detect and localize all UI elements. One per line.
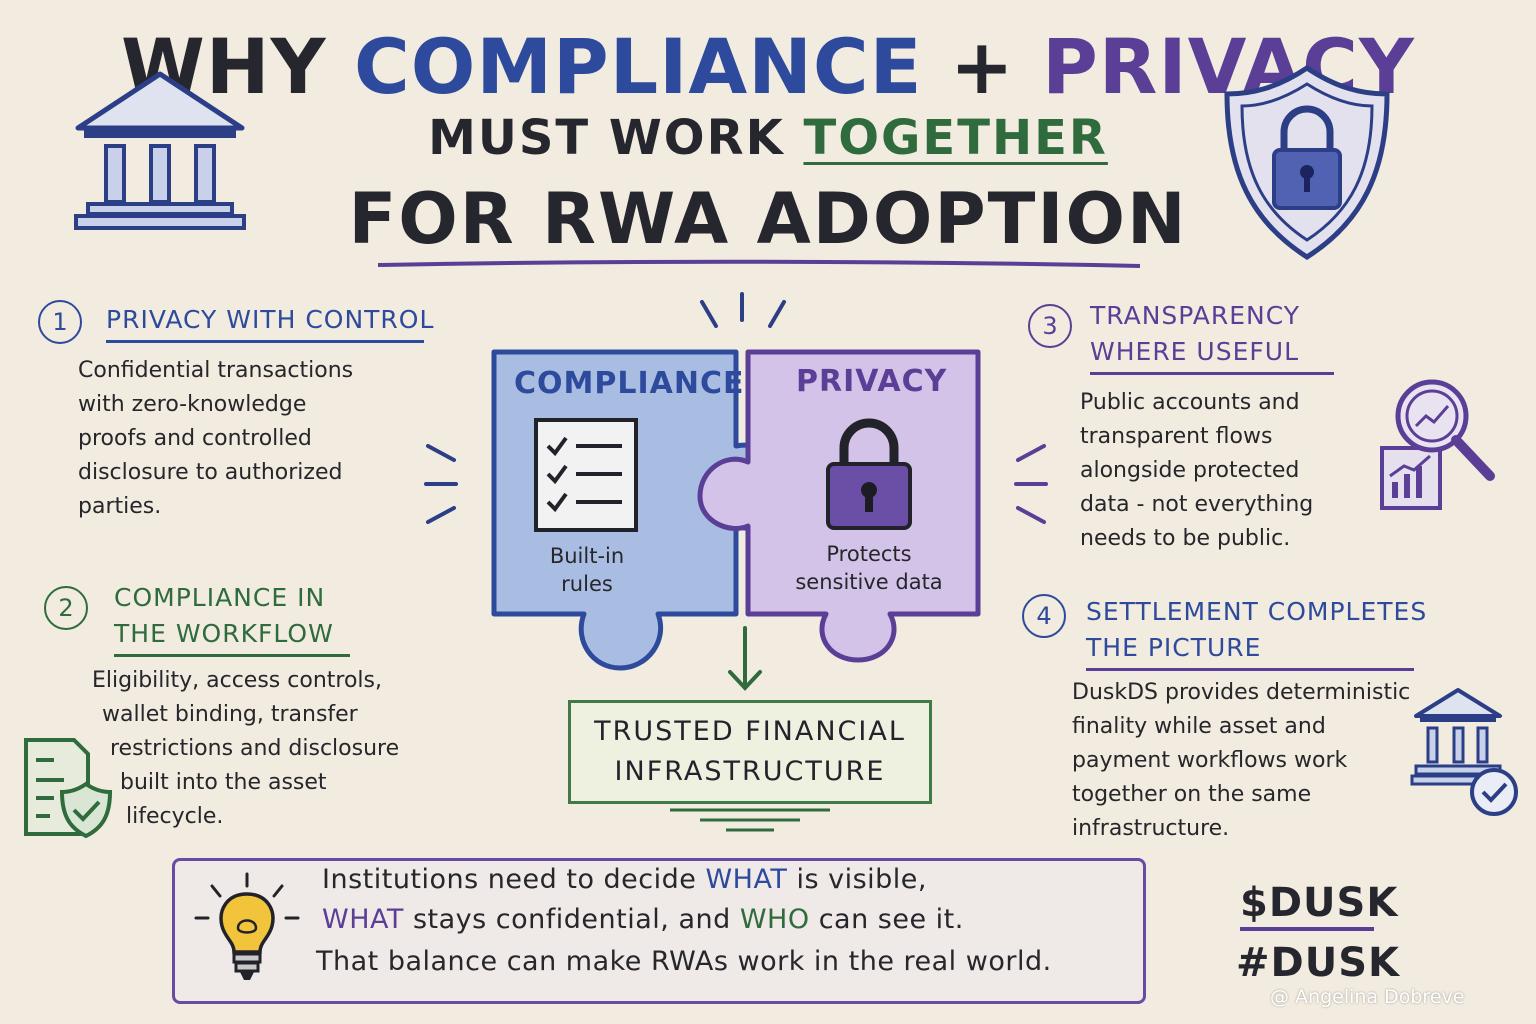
analytics-magnifier-icon	[1380, 379, 1495, 510]
section-2-line: lifecycle.	[126, 804, 224, 829]
burst-left	[424, 444, 458, 524]
section-1-body: Confidential transactions with zero-know…	[78, 354, 353, 524]
section-2-title-line: COMPLIANCE IN	[114, 583, 326, 612]
section-4-underline	[1086, 668, 1414, 671]
section-4-title-line: THE PICTURE	[1086, 633, 1262, 662]
privacy-caption-line: Protects	[826, 542, 912, 566]
bank-check-icon	[1410, 688, 1518, 816]
section-3-body: Public accounts and transparent flows al…	[1080, 386, 1313, 556]
section-3-title-line: TRANSPARENCY	[1090, 301, 1301, 330]
section-1-line: disclosure to authorized	[78, 460, 343, 485]
section-2-title-line: THE WORKFLOW	[114, 619, 334, 648]
section-3-title: TRANSPARENCY WHERE USEFUL	[1090, 298, 1334, 375]
section-2-body: Eligibility, access controls, wallet bin…	[92, 664, 399, 834]
section-4-line: DuskDS provides deterministic	[1072, 680, 1411, 705]
burst-right	[1014, 444, 1048, 524]
base-lines	[670, 808, 830, 832]
section-1-number: 1	[38, 300, 82, 344]
insight-box	[172, 858, 1146, 1004]
compliance-caption: Built-in rules	[522, 542, 652, 598]
section-1-line: proofs and controlled	[78, 426, 312, 451]
section-3-line: transparent flows	[1080, 424, 1273, 449]
section-4-line: finality while asset and	[1072, 714, 1326, 739]
section-3-line: data - not everything	[1080, 492, 1314, 517]
section-2-line: wallet binding, transfer	[102, 702, 358, 727]
privacy-caption-line: sensitive data	[795, 570, 943, 594]
author-credit: @ Angelina Dobreve	[1270, 986, 1465, 1008]
title-plus: +	[950, 22, 1015, 111]
shield-lock-icon	[1224, 64, 1390, 260]
down-arrow	[728, 626, 762, 691]
section-4-line: payment workflows work	[1072, 748, 1348, 773]
insight-line-3: That balance can make RWAs work in the r…	[316, 946, 1052, 977]
title-line-2: MUST WORK TOGETHER	[0, 110, 1536, 166]
insight-text: stays confidential, and	[412, 904, 731, 935]
checklist-icon	[534, 418, 638, 532]
section-2-line: Eligibility, access controls,	[92, 668, 382, 693]
bank-icon	[74, 71, 246, 230]
privacy-label: PRIVACY	[796, 364, 948, 399]
compliance-label: COMPLIANCE	[514, 366, 745, 401]
trusted-line: TRUSTED FINANCIAL	[594, 716, 906, 747]
section-2-number: 2	[44, 586, 88, 630]
title-underline	[377, 259, 1141, 268]
section-3-number: 3	[1028, 304, 1072, 348]
title-must-work: MUST WORK	[428, 110, 785, 166]
section-1-title: PRIVACY WITH CONTROL	[106, 302, 434, 343]
document-shield-icon	[24, 738, 113, 839]
section-2-title: COMPLIANCE IN THE WORKFLOW	[114, 580, 350, 657]
section-3-line: alongside protected	[1080, 458, 1300, 483]
title-line-1: WHY COMPLIANCE + PRIVACY	[0, 22, 1536, 111]
section-1-underline	[106, 340, 424, 343]
trusted-line: INFRASTRUCTURE	[614, 756, 886, 787]
insight-line-2: WHAT stays confidential, and WHO can see…	[322, 904, 964, 935]
compliance-caption-line: Built-in	[549, 544, 625, 568]
tag-hash-dusk: #DUSK	[1236, 940, 1401, 986]
insight-what-2: WHAT	[322, 904, 404, 935]
compliance-caption-line: rules	[561, 572, 613, 596]
section-3-underline	[1090, 372, 1334, 375]
section-1-line: Confidential transactions	[78, 358, 354, 383]
insight-what-1: WHAT	[705, 864, 788, 895]
section-4-number: 4	[1022, 594, 1066, 638]
title-compliance: COMPLIANCE	[353, 22, 923, 111]
section-2-underline	[114, 654, 350, 657]
insight-text: can see it.	[818, 904, 964, 935]
section-4-title-line: SETTLEMENT COMPLETES	[1086, 597, 1428, 626]
title-together: TOGETHER	[803, 110, 1108, 166]
section-1-title-text: PRIVACY WITH CONTROL	[106, 305, 435, 334]
title-line-3: FOR RWA ADOPTION	[348, 178, 1188, 260]
section-3-line: needs to be public.	[1080, 526, 1291, 551]
burst-top	[700, 292, 786, 328]
privacy-caption: Protects sensitive data	[774, 540, 964, 596]
section-1-line: parties.	[78, 494, 162, 519]
section-2-line: restrictions and disclosure	[110, 736, 400, 761]
section-3-title-line: WHERE USEFUL	[1090, 337, 1299, 366]
padlock-icon	[826, 418, 912, 530]
section-1-line: with zero-knowledge	[78, 392, 307, 417]
insight-line-1: Institutions need to decide WHAT is visi…	[322, 864, 927, 895]
section-2-line: built into the asset	[120, 770, 327, 795]
tag-underline	[1240, 927, 1374, 931]
section-4-title: SETTLEMENT COMPLETES THE PICTURE	[1086, 594, 1427, 671]
trusted-infrastructure-box: TRUSTED FINANCIAL INFRASTRUCTURE	[568, 700, 932, 804]
section-4-body: DuskDS provides deterministic finality w…	[1072, 676, 1410, 846]
insight-text: is visible,	[796, 864, 927, 895]
insight-text: Institutions need to decide	[322, 864, 697, 895]
section-4-line: together on the same	[1072, 782, 1312, 807]
section-3-line: Public accounts and	[1080, 390, 1300, 415]
tag-dollar-dusk: $DUSK	[1240, 880, 1399, 926]
section-4-line: infrastructure.	[1072, 816, 1230, 841]
lightbulb-icon	[194, 872, 300, 980]
insight-who: WHO	[739, 904, 810, 935]
